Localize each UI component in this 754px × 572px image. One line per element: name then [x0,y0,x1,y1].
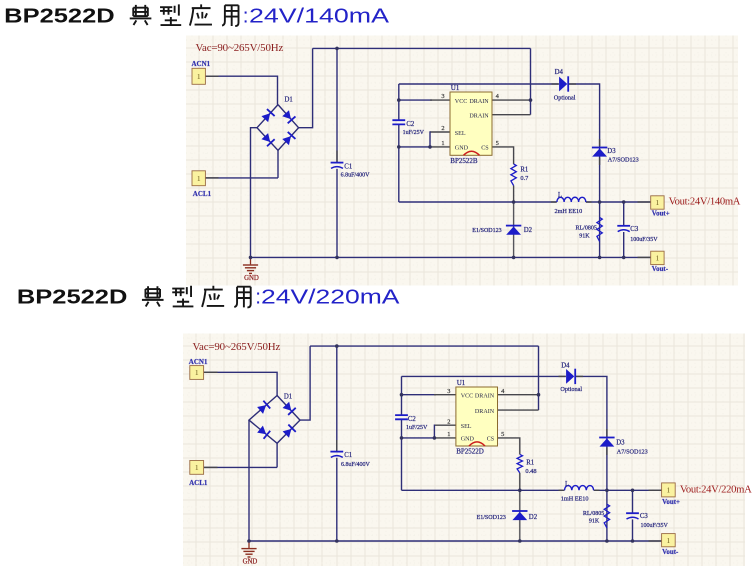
svg-text:24V/140mA: 24V/140mA [249,4,389,27]
svg-text:CS: CS [481,146,489,152]
svg-text:Vout-: Vout- [662,549,679,556]
svg-text:Vout:24V/140mA: Vout:24V/140mA [669,196,741,207]
svg-text:2: 2 [441,125,444,132]
svg-text:5: 5 [501,431,504,438]
svg-text:2: 2 [447,418,450,425]
svg-text:Optional: Optional [554,95,576,102]
svg-text:1: 1 [195,463,199,472]
svg-text:ACL1: ACL1 [193,190,212,198]
svg-text:D3: D3 [607,148,616,155]
svg-text:VCC: VCC [455,99,468,105]
svg-text:CS: CS [487,437,495,443]
svg-text:RL/0805: RL/0805 [583,511,604,517]
svg-text:U1: U1 [451,84,460,92]
svg-text:C2: C2 [408,416,417,423]
svg-text:R1: R1 [526,460,534,467]
svg-text:D1: D1 [285,97,293,104]
svg-text:ACL1: ACL1 [189,479,208,487]
svg-text:C2: C2 [406,121,415,128]
svg-text:A7/SOD123: A7/SOD123 [617,448,648,455]
svg-text:1: 1 [441,140,444,147]
svg-text:100uF/35V: 100uF/35V [641,523,669,529]
svg-text:5: 5 [496,140,499,147]
svg-text:R1: R1 [520,167,528,174]
svg-text:DRAIN: DRAIN [475,394,495,400]
svg-text:E1/SOD123: E1/SOD123 [472,228,501,234]
svg-text:1: 1 [197,72,201,81]
svg-text:DRAIN: DRAIN [475,409,495,415]
svg-text:D2: D2 [529,514,538,521]
svg-text:RL/0805: RL/0805 [576,226,597,232]
svg-text:DRAIN: DRAIN [469,114,489,120]
svg-text:Vout-: Vout- [652,266,669,273]
svg-text:D1: D1 [284,394,292,401]
svg-text:1: 1 [667,536,671,545]
svg-text:E1/SOD123: E1/SOD123 [477,515,506,521]
svg-text:0.7: 0.7 [520,175,529,182]
svg-text:BP2522D: BP2522D [456,448,484,456]
svg-text:0.48: 0.48 [525,468,536,475]
svg-text:3: 3 [447,388,450,395]
svg-text:ACN1: ACN1 [192,60,211,68]
svg-text:GND: GND [455,146,469,152]
svg-text:D3: D3 [616,440,625,447]
svg-text:1: 1 [667,486,671,495]
svg-text:Optional: Optional [560,386,582,393]
svg-text:VCC: VCC [461,394,474,400]
svg-text:C1: C1 [344,163,352,170]
svg-text:Vout+: Vout+ [652,210,670,217]
svg-text:100uF/35V: 100uF/35V [630,237,658,243]
svg-text:ACN1: ACN1 [189,358,208,366]
svg-text:1uF/25V: 1uF/25V [403,130,425,136]
svg-text:D4: D4 [561,363,570,370]
svg-text:1: 1 [656,198,660,207]
svg-text:1uF/25V: 1uF/25V [406,425,428,431]
svg-text:L: L [558,192,562,199]
svg-text:A7/SOD123: A7/SOD123 [608,157,639,164]
svg-text:1: 1 [195,368,199,377]
svg-text:91K: 91K [579,233,590,239]
svg-text:Vout+: Vout+ [662,499,680,506]
svg-text:BP2522B: BP2522B [450,157,478,165]
svg-text::: : [243,4,249,27]
svg-text:1: 1 [656,254,660,263]
svg-text:24V/220mA: 24V/220mA [261,286,400,309]
svg-text:91K: 91K [589,519,600,525]
svg-text:Vac=90~265V/50Hz: Vac=90~265V/50Hz [196,42,284,54]
svg-text:1: 1 [197,174,201,183]
svg-text:SEL: SEL [455,131,466,137]
svg-text:BP2522D: BP2522D [4,4,115,27]
svg-text:C3: C3 [640,513,649,520]
svg-text:Vac=90~265V/50Hz: Vac=90~265V/50Hz [193,341,281,353]
svg-text:D2: D2 [524,227,533,234]
svg-text:D4: D4 [555,69,564,76]
svg-text:BP2522D: BP2522D [17,286,128,309]
svg-text:6.8uF/400V: 6.8uF/400V [341,462,371,468]
svg-text:GND: GND [461,437,475,443]
svg-text::: : [255,286,261,309]
svg-text:Vout:24V/220mA: Vout:24V/220mA [680,484,752,495]
svg-text:2mH EE10: 2mH EE10 [555,208,583,215]
svg-text:3: 3 [441,93,444,100]
svg-text:GND: GND [243,559,258,566]
svg-text:SEL: SEL [461,424,472,430]
svg-text:1: 1 [447,431,450,438]
svg-text:L: L [565,481,569,488]
svg-text:GND: GND [244,275,259,282]
svg-text:DRAIN: DRAIN [469,99,489,105]
svg-text:C3: C3 [630,226,639,233]
svg-text:4: 4 [501,388,505,395]
svg-text:6.8uF/400V: 6.8uF/400V [341,173,371,179]
svg-text:U1: U1 [457,379,466,387]
svg-text:4: 4 [496,93,500,100]
svg-text:C1: C1 [344,452,352,459]
svg-text:1mH EE10: 1mH EE10 [561,496,589,503]
